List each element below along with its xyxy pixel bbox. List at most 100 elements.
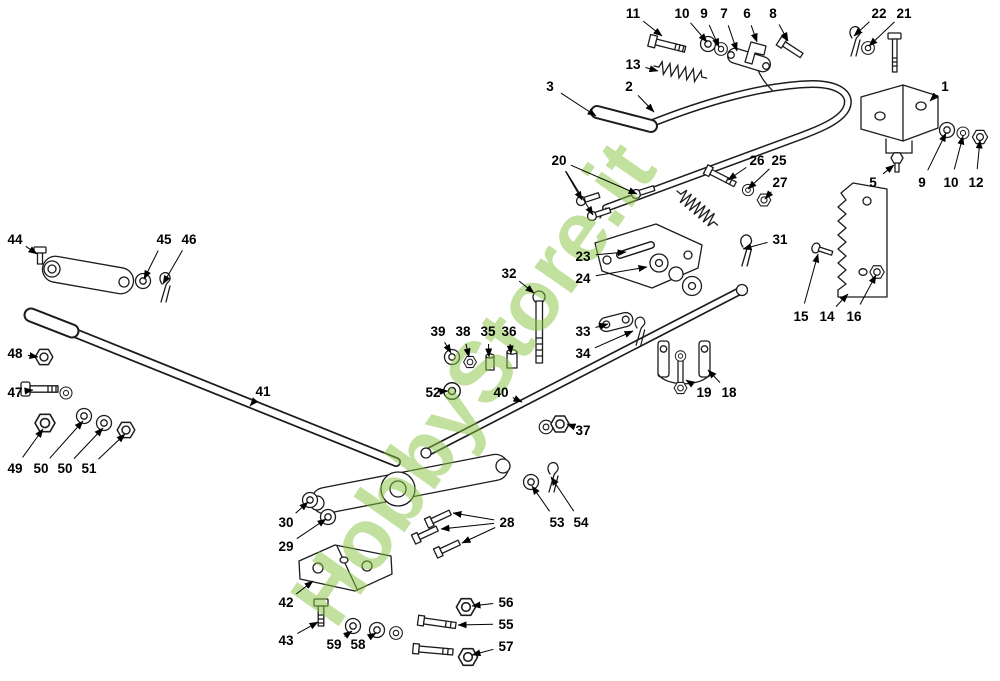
leader-line-48	[27, 352, 39, 359]
part-label-1-11: 1	[941, 79, 949, 94]
leader-line-33	[595, 322, 609, 330]
part-label-41-38: 41	[255, 384, 271, 399]
part-label-38-34: 38	[455, 324, 471, 339]
part-label-53-51: 53	[549, 515, 565, 530]
leader-line-18	[707, 369, 721, 383]
part-label-47-37: 47	[7, 385, 22, 400]
part-label-44-20: 44	[7, 232, 23, 247]
leader-line-35	[485, 343, 493, 358]
washer	[134, 272, 152, 290]
part-label-50-45: 50	[33, 461, 48, 476]
leader-line-54	[550, 476, 575, 512]
part-label-11-0: 11	[626, 6, 641, 21]
leader-line-45	[143, 250, 159, 280]
part-label-10-18: 10	[943, 175, 958, 190]
leader-line-55	[457, 621, 494, 629]
part-label-2-10: 2	[625, 79, 633, 94]
drawing-layer	[20, 25, 989, 667]
leader-line-28	[452, 510, 495, 521]
washer	[75, 407, 93, 425]
leader-line-58	[366, 632, 377, 641]
washer	[714, 42, 728, 56]
part-label-14-28: 14	[819, 309, 835, 324]
part-label-33-31: 33	[575, 324, 591, 339]
leader-line-51	[98, 433, 126, 460]
leader-line-5	[882, 164, 895, 175]
leader-line-31	[742, 241, 768, 251]
part-label-3-9: 3	[546, 79, 554, 94]
leader-line-38	[463, 343, 471, 358]
part-label-34-32: 34	[575, 346, 591, 361]
leader-line-47	[24, 387, 34, 395]
leader-line-27	[764, 190, 774, 200]
nut	[457, 647, 479, 667]
part-label-7-3: 7	[720, 6, 728, 21]
part-label-31-25: 31	[772, 232, 788, 247]
leader-line-24	[595, 264, 648, 277]
leader-line-29	[296, 518, 327, 540]
nut	[34, 413, 56, 433]
part-label-57-59: 57	[498, 639, 513, 654]
support-plate	[298, 544, 393, 592]
leader-line-32	[518, 280, 535, 294]
part-label-40-40: 40	[493, 385, 508, 400]
part-label-52-39: 52	[425, 385, 440, 400]
connecting-rod	[420, 283, 749, 459]
cotter-pin	[547, 461, 559, 493]
part-label-39-33: 39	[430, 324, 445, 339]
plate-bolt	[313, 598, 329, 627]
part-label-24-24: 24	[575, 271, 591, 286]
eye-bolt	[20, 381, 59, 397]
lift-handle	[590, 67, 852, 219]
cotter-pin	[740, 234, 753, 267]
leader-line-44	[25, 245, 38, 255]
nut	[455, 597, 477, 617]
leader-line-28	[440, 522, 495, 532]
rod-guide-bracket	[657, 340, 711, 385]
bolt	[702, 164, 737, 188]
leader-line-21	[868, 21, 895, 47]
leader-line-12	[975, 139, 983, 170]
part-label-43-56: 43	[278, 633, 294, 648]
part-label-25-14: 25	[771, 153, 787, 168]
leader-line-43	[297, 621, 319, 635]
leader-line-8	[778, 24, 789, 42]
leader-line-14	[835, 293, 849, 307]
leader-line-2	[637, 95, 655, 113]
washer	[861, 41, 875, 55]
quadrant-screw	[811, 242, 834, 256]
part-label-18-42: 18	[721, 385, 737, 400]
leader-line-30	[295, 501, 309, 514]
leader-line-13	[645, 65, 659, 73]
part-label-23-23: 23	[575, 249, 591, 264]
leader-line-37	[566, 423, 577, 431]
bolt	[416, 614, 457, 630]
leader-line-15	[803, 253, 820, 304]
leader-line-23	[595, 249, 627, 257]
leader-line-11	[642, 20, 663, 37]
part-label-59-57: 59	[326, 637, 341, 652]
lever-bolts	[410, 509, 461, 559]
leader-line-20	[570, 164, 638, 195]
guide-bolt	[673, 350, 688, 395]
cotter-pin	[159, 271, 171, 303]
leader-line-41	[249, 397, 259, 407]
leader-line-20	[565, 170, 594, 216]
leader-line-57	[471, 648, 494, 657]
leader-line-39	[443, 341, 452, 354]
pivot-bolt	[532, 290, 546, 364]
washer	[95, 414, 113, 432]
bolt	[33, 246, 47, 265]
cam-lever	[649, 253, 703, 297]
leader-line-10	[953, 135, 965, 170]
support-bracket	[860, 84, 939, 173]
washer	[59, 386, 73, 400]
part-label-15-27: 15	[793, 309, 809, 324]
cotter-pin	[849, 25, 861, 57]
bolt	[647, 33, 687, 53]
leader-line-3	[560, 92, 597, 117]
bolt	[411, 642, 454, 656]
part-label-32-26: 32	[501, 266, 516, 281]
leader-line-6	[750, 25, 758, 43]
